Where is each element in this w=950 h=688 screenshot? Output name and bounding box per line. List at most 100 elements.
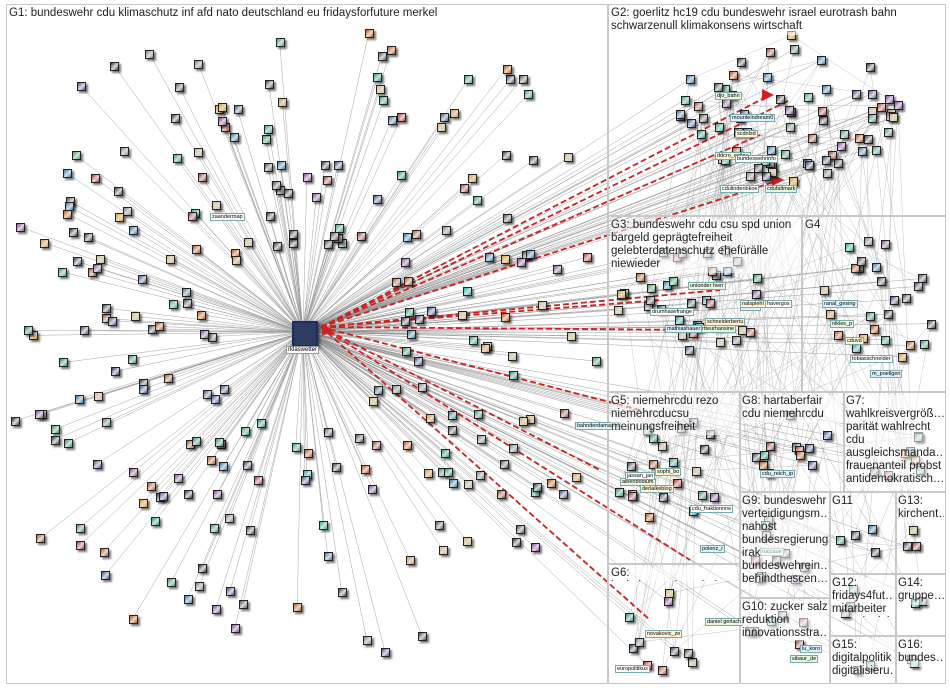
user-node[interactable]	[881, 240, 891, 250]
user-node[interactable]	[438, 545, 448, 555]
user-node[interactable]	[871, 548, 881, 558]
user-node[interactable]	[754, 164, 764, 173]
user-node[interactable]	[553, 264, 563, 274]
user-node[interactable]	[75, 541, 85, 551]
user-node[interactable]	[502, 213, 512, 223]
user-node[interactable]	[154, 322, 164, 332]
user-node[interactable]	[823, 430, 833, 440]
user-node[interactable]	[220, 385, 230, 395]
user-node[interactable]	[763, 73, 773, 83]
user-node[interactable]	[110, 367, 120, 377]
user-node[interactable]	[885, 95, 895, 105]
user-node[interactable]	[649, 434, 659, 444]
user-node[interactable]	[518, 74, 528, 84]
user-node[interactable]	[692, 466, 702, 476]
user-node[interactable]	[63, 169, 73, 179]
user-node[interactable]	[182, 299, 192, 309]
user-node[interactable]	[84, 233, 94, 243]
user-node[interactable]	[526, 250, 536, 260]
user-node[interactable]	[302, 172, 312, 182]
user-node[interactable]	[407, 330, 417, 340]
user-node[interactable]	[442, 225, 452, 235]
user-node[interactable]	[403, 233, 413, 243]
user-node[interactable]	[150, 517, 160, 527]
user-node[interactable]	[644, 513, 654, 523]
user-node[interactable]	[72, 257, 82, 267]
user-node[interactable]	[212, 201, 222, 211]
user-node[interactable]	[571, 473, 581, 483]
user-node[interactable]	[211, 605, 221, 615]
user-node[interactable]	[256, 419, 266, 429]
user-node[interactable]	[63, 439, 73, 449]
user-node[interactable]	[877, 102, 887, 112]
user-node[interactable]	[854, 133, 864, 143]
user-node[interactable]	[629, 643, 638, 653]
user-node[interactable]	[501, 150, 511, 160]
user-node[interactable]	[627, 492, 637, 502]
user-node[interactable]	[373, 73, 383, 83]
user-node[interactable]	[474, 409, 484, 419]
user-node[interactable]	[261, 135, 271, 145]
user-node[interactable]	[796, 451, 806, 461]
user-node[interactable]	[863, 134, 873, 144]
user-node[interactable]	[379, 96, 389, 106]
user-node[interactable]	[784, 105, 794, 115]
user-node[interactable]	[404, 307, 414, 317]
user-node[interactable]	[868, 89, 878, 99]
user-node[interactable]	[506, 75, 516, 85]
user-node[interactable]	[175, 82, 185, 92]
user-node[interactable]	[583, 253, 593, 263]
user-node[interactable]	[658, 492, 668, 502]
user-node[interactable]	[232, 256, 242, 266]
user-node[interactable]	[845, 242, 855, 252]
user-node[interactable]	[323, 175, 333, 185]
user-node[interactable]	[101, 570, 111, 580]
user-node[interactable]	[417, 383, 427, 393]
user-node[interactable]	[371, 441, 381, 451]
user-node[interactable]	[377, 51, 387, 61]
user-node[interactable]	[425, 413, 435, 423]
user-node[interactable]	[519, 417, 529, 427]
user-node[interactable]	[210, 395, 220, 405]
user-node[interactable]	[636, 272, 646, 282]
user-node[interactable]	[780, 149, 790, 159]
user-node[interactable]	[532, 483, 542, 493]
user-node[interactable]	[893, 101, 903, 111]
user-node[interactable]	[480, 343, 490, 353]
user-node[interactable]	[817, 107, 827, 117]
user-node[interactable]	[75, 523, 85, 533]
user-node[interactable]	[752, 274, 762, 284]
user-node[interactable]	[226, 586, 236, 596]
user-node[interactable]	[880, 335, 890, 345]
user-node[interactable]	[675, 315, 685, 325]
user-node[interactable]	[35, 409, 45, 419]
user-node[interactable]	[538, 301, 548, 311]
user-node[interactable]	[443, 468, 453, 478]
user-node[interactable]	[616, 289, 626, 299]
user-node[interactable]	[497, 490, 507, 500]
user-node[interactable]	[207, 455, 217, 465]
user-node[interactable]	[484, 252, 494, 262]
user-node[interactable]	[192, 245, 202, 255]
user-node[interactable]	[460, 183, 470, 193]
user-node[interactable]	[114, 212, 124, 222]
user-node[interactable]	[57, 267, 67, 277]
user-node[interactable]	[191, 437, 201, 447]
user-node[interactable]	[872, 262, 882, 272]
user-node[interactable]	[167, 578, 177, 588]
user-node[interactable]	[884, 127, 894, 137]
user-node[interactable]	[448, 426, 458, 436]
user-node[interactable]	[758, 461, 768, 471]
user-node[interactable]	[289, 239, 299, 249]
user-node[interactable]	[163, 373, 173, 383]
user-node[interactable]	[77, 81, 87, 91]
user-node[interactable]	[807, 134, 817, 144]
user-node[interactable]	[834, 159, 844, 169]
user-node[interactable]	[687, 119, 697, 129]
user-node[interactable]	[183, 490, 193, 500]
user-node[interactable]	[908, 526, 918, 536]
user-node[interactable]	[291, 442, 301, 452]
user-node[interactable]	[127, 354, 137, 364]
user-node[interactable]	[243, 460, 253, 470]
user-node[interactable]	[68, 227, 78, 237]
